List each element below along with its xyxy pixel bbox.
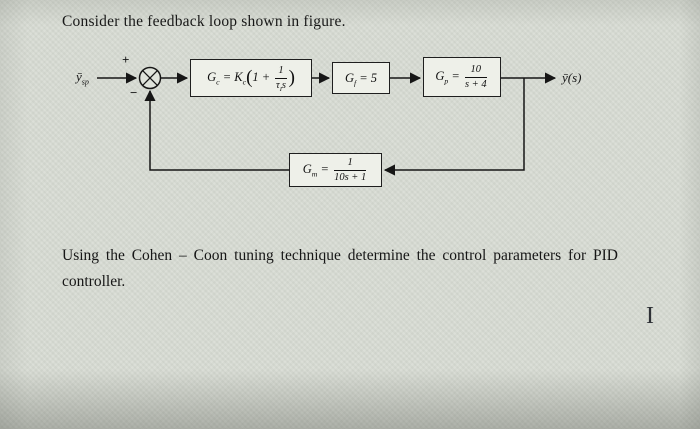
output-label: ȳ(s) [562,70,582,85]
ibeam-cursor-icon: I [646,303,654,329]
setpoint-base: ȳ [76,69,82,84]
setpoint-label: ȳsp [76,69,89,87]
feedback-down-arrow [383,78,525,176]
signal-lines [97,72,557,176]
sum-plus-sign: + [122,52,130,67]
question-line-2: controller. [62,273,126,290]
question-text: Using the Cohen – Coon tuning technique … [62,243,652,295]
sum-minus-sign: − [130,85,138,100]
problem-heading: Consider the feedback loop shown in figu… [62,13,346,30]
block-gf-final-element: Gf = 5 [332,62,390,94]
gf-formula: Gf = 5 [344,70,378,87]
setpoint-subscript: sp [81,77,89,87]
question-line-1: Using the Cohen – Coon tuning technique … [62,247,618,264]
feedback-return-arrow [144,89,289,171]
summing-junction [138,66,162,90]
